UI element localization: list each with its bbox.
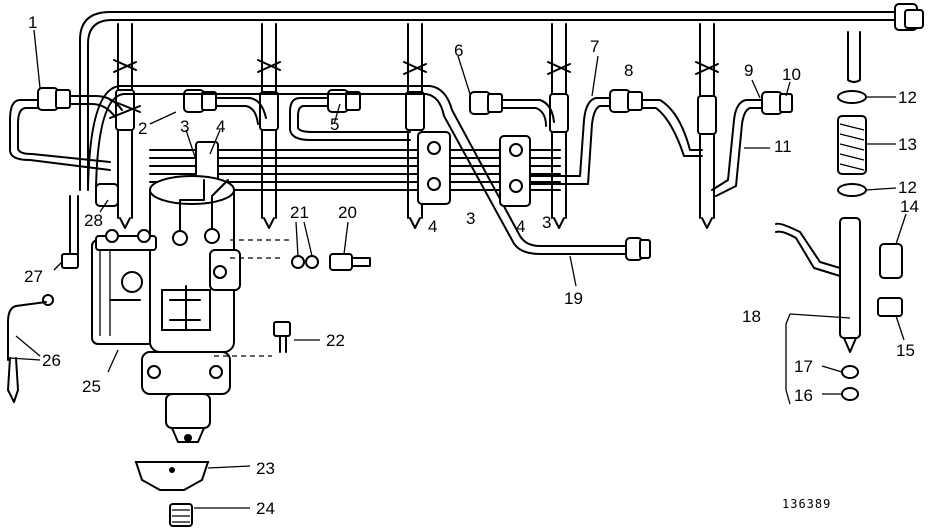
callout-12-lower: 12 — [898, 178, 917, 197]
figure-code: 136389 — [782, 497, 831, 511]
callout-28: 28 — [84, 211, 103, 230]
callout-22: 22 — [326, 331, 345, 350]
callout-18: 18 — [742, 307, 761, 326]
callout-21: 21 — [290, 203, 309, 222]
callout-1: 1 — [28, 13, 37, 32]
callout-6: 6 — [454, 41, 463, 60]
injection-pump — [91, 175, 290, 443]
callout-24: 24 — [256, 499, 275, 518]
callout-23: 23 — [256, 459, 275, 478]
callout-4: 4 — [216, 117, 225, 136]
injection-lines — [9, 85, 793, 261]
small-parts-left — [7, 183, 119, 403]
injector-nozzles — [109, 23, 719, 229]
leak-off-return-line — [79, 3, 924, 191]
nozzle-exploded-view — [775, 90, 903, 405]
callout-4-right: 4 — [516, 217, 525, 236]
callout-19: 19 — [564, 289, 583, 308]
callout-27: 27 — [24, 267, 43, 286]
callout-2: 2 — [138, 119, 147, 138]
callout-3: 3 — [180, 117, 189, 136]
callout-13: 13 — [898, 135, 917, 154]
callout-3-mid: 3 — [466, 209, 475, 228]
callout-25: 25 — [82, 377, 101, 396]
callout-15: 15 — [896, 341, 915, 360]
callout-16: 16 — [794, 386, 813, 405]
callout-14: 14 — [900, 197, 919, 216]
callout-10: 10 — [782, 65, 801, 84]
callout-11: 11 — [774, 137, 792, 156]
leader-lines — [9, 29, 907, 509]
callout-7: 7 — [590, 37, 599, 56]
drive-plate-and-gear — [134, 461, 210, 527]
callout-9: 9 — [744, 61, 753, 80]
callout-4-mid: 4 — [428, 217, 437, 236]
callout-5: 5 — [330, 115, 339, 134]
callout-3-right: 3 — [542, 213, 551, 232]
callout-8: 8 — [624, 61, 633, 80]
callout-17: 17 — [794, 357, 813, 376]
callout-26: 26 — [42, 351, 61, 370]
callout-labels: 1 2 3 4 5 6 7 8 9 10 11 12 13 12 14 15 1… — [24, 13, 919, 518]
fittings-20-21-22 — [273, 253, 371, 353]
callout-20: 20 — [338, 203, 357, 222]
callout-12: 12 — [898, 88, 917, 107]
